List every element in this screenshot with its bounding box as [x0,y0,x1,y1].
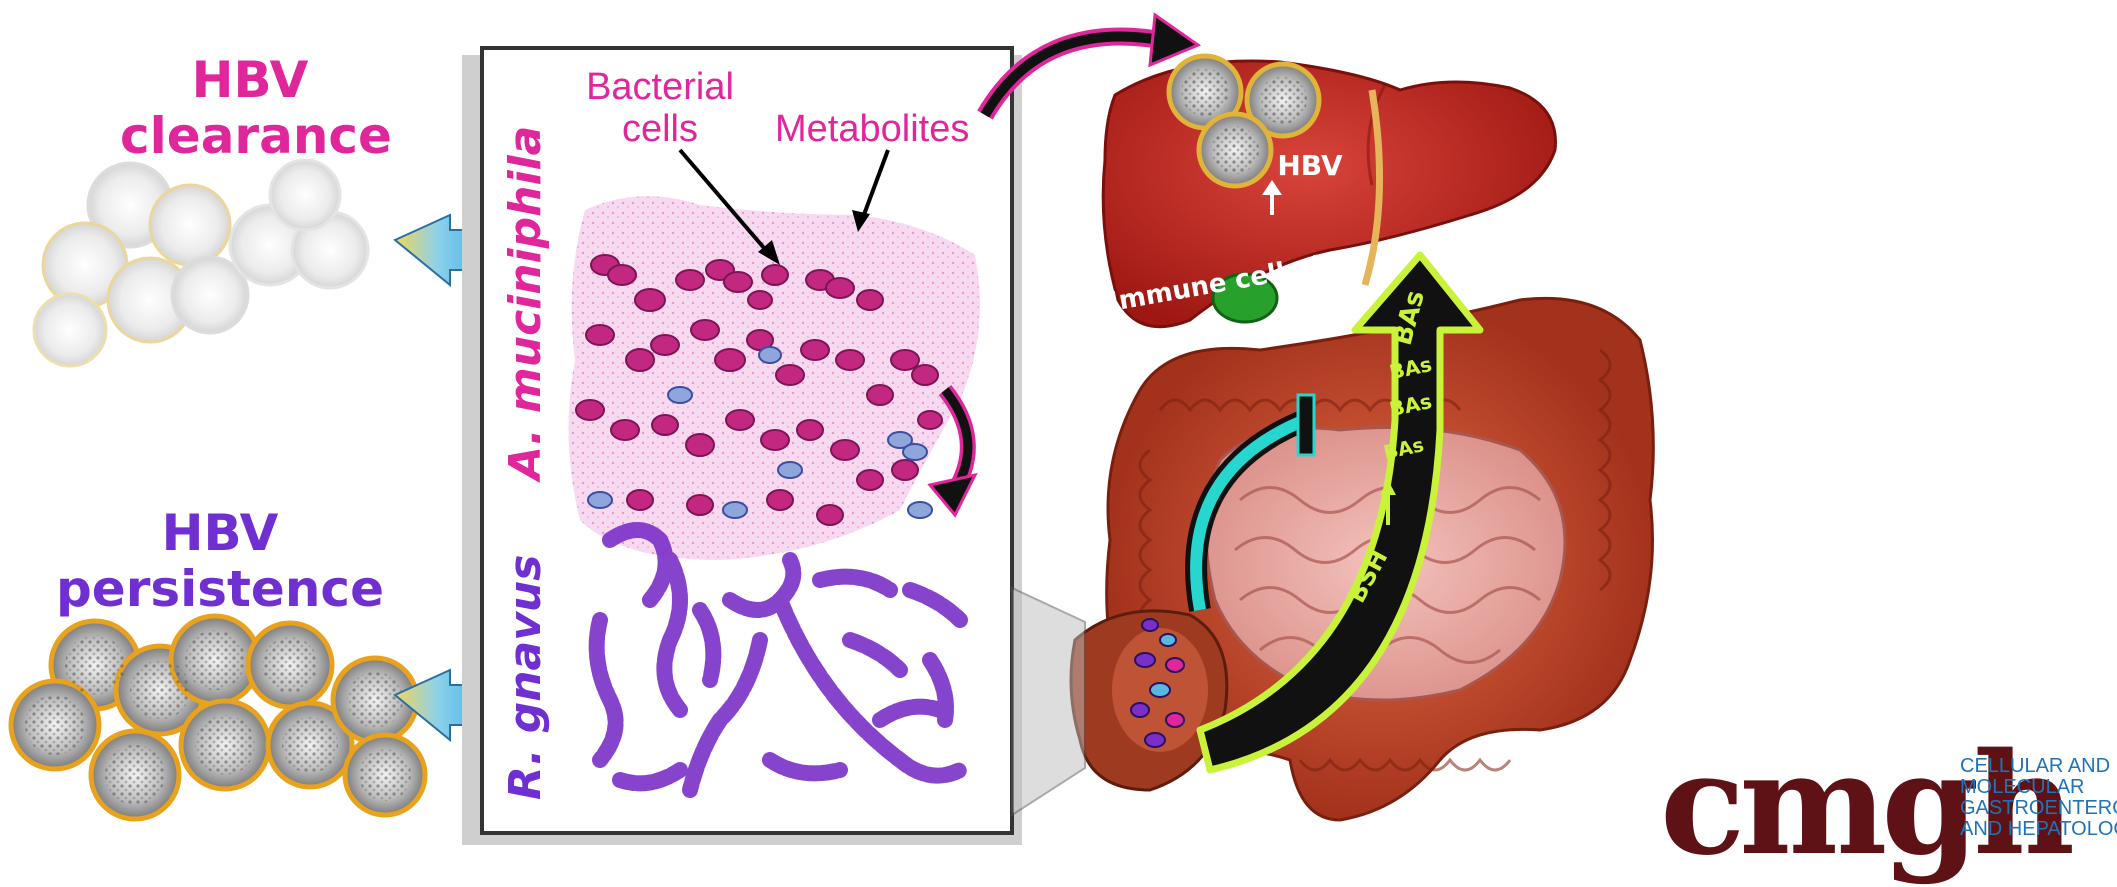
r-gnavus-chains [588,522,968,798]
bile-acid-arrow [1196,251,1484,774]
hbv-clearance-heading: HBV clearance [120,51,392,165]
persistent-virion-cluster [8,613,428,822]
cmgh-logo: cmgh [1660,723,2075,887]
zoom-wedge [1011,586,1086,817]
hbv-persistence-line1: HBV [161,504,279,562]
logo-sub-line1: Cellular and [1960,755,2111,777]
hbv-clearance-line2: clearance [120,107,392,165]
liver-hbv-label: HBV [1277,149,1343,182]
cleared-virion-cluster [32,158,370,368]
logo-sub-line3: Gastroenterology [1960,797,2117,819]
a-muciniphila-cells [575,254,943,526]
gallbladder [1211,272,1279,324]
bacterial-cells-label: Bacterial cells [575,66,745,150]
a-muciniphila-blue-cells [587,346,933,519]
logo-sub-line4: and Hepatology [1960,818,2117,840]
bacterial-cells-line1: Bacterial [586,66,734,108]
logo-sub-line2: Molecular [1960,776,2085,798]
bacterial-cells-line2: cells [621,108,699,150]
r-gnavus-label: R. gnavus [500,554,551,800]
metabolites-label: Metabolites [775,108,970,150]
hbv-persistence-line2: persistence [56,560,384,618]
metabolite-cloud [568,196,980,560]
metabolites-pointer [860,149,890,221]
bacterial-cells-pointer [678,148,772,257]
cecum-bacteria [1130,618,1185,748]
a-muciniphila-label: A. muciniphila [500,125,551,480]
hbv-persistence-heading: HBV persistence [50,505,390,617]
hbv-clearance-line1: HBV [191,51,309,109]
cmgh-logo-subtitle: Cellular and Molecular Gastroenterology … [1960,756,2117,840]
